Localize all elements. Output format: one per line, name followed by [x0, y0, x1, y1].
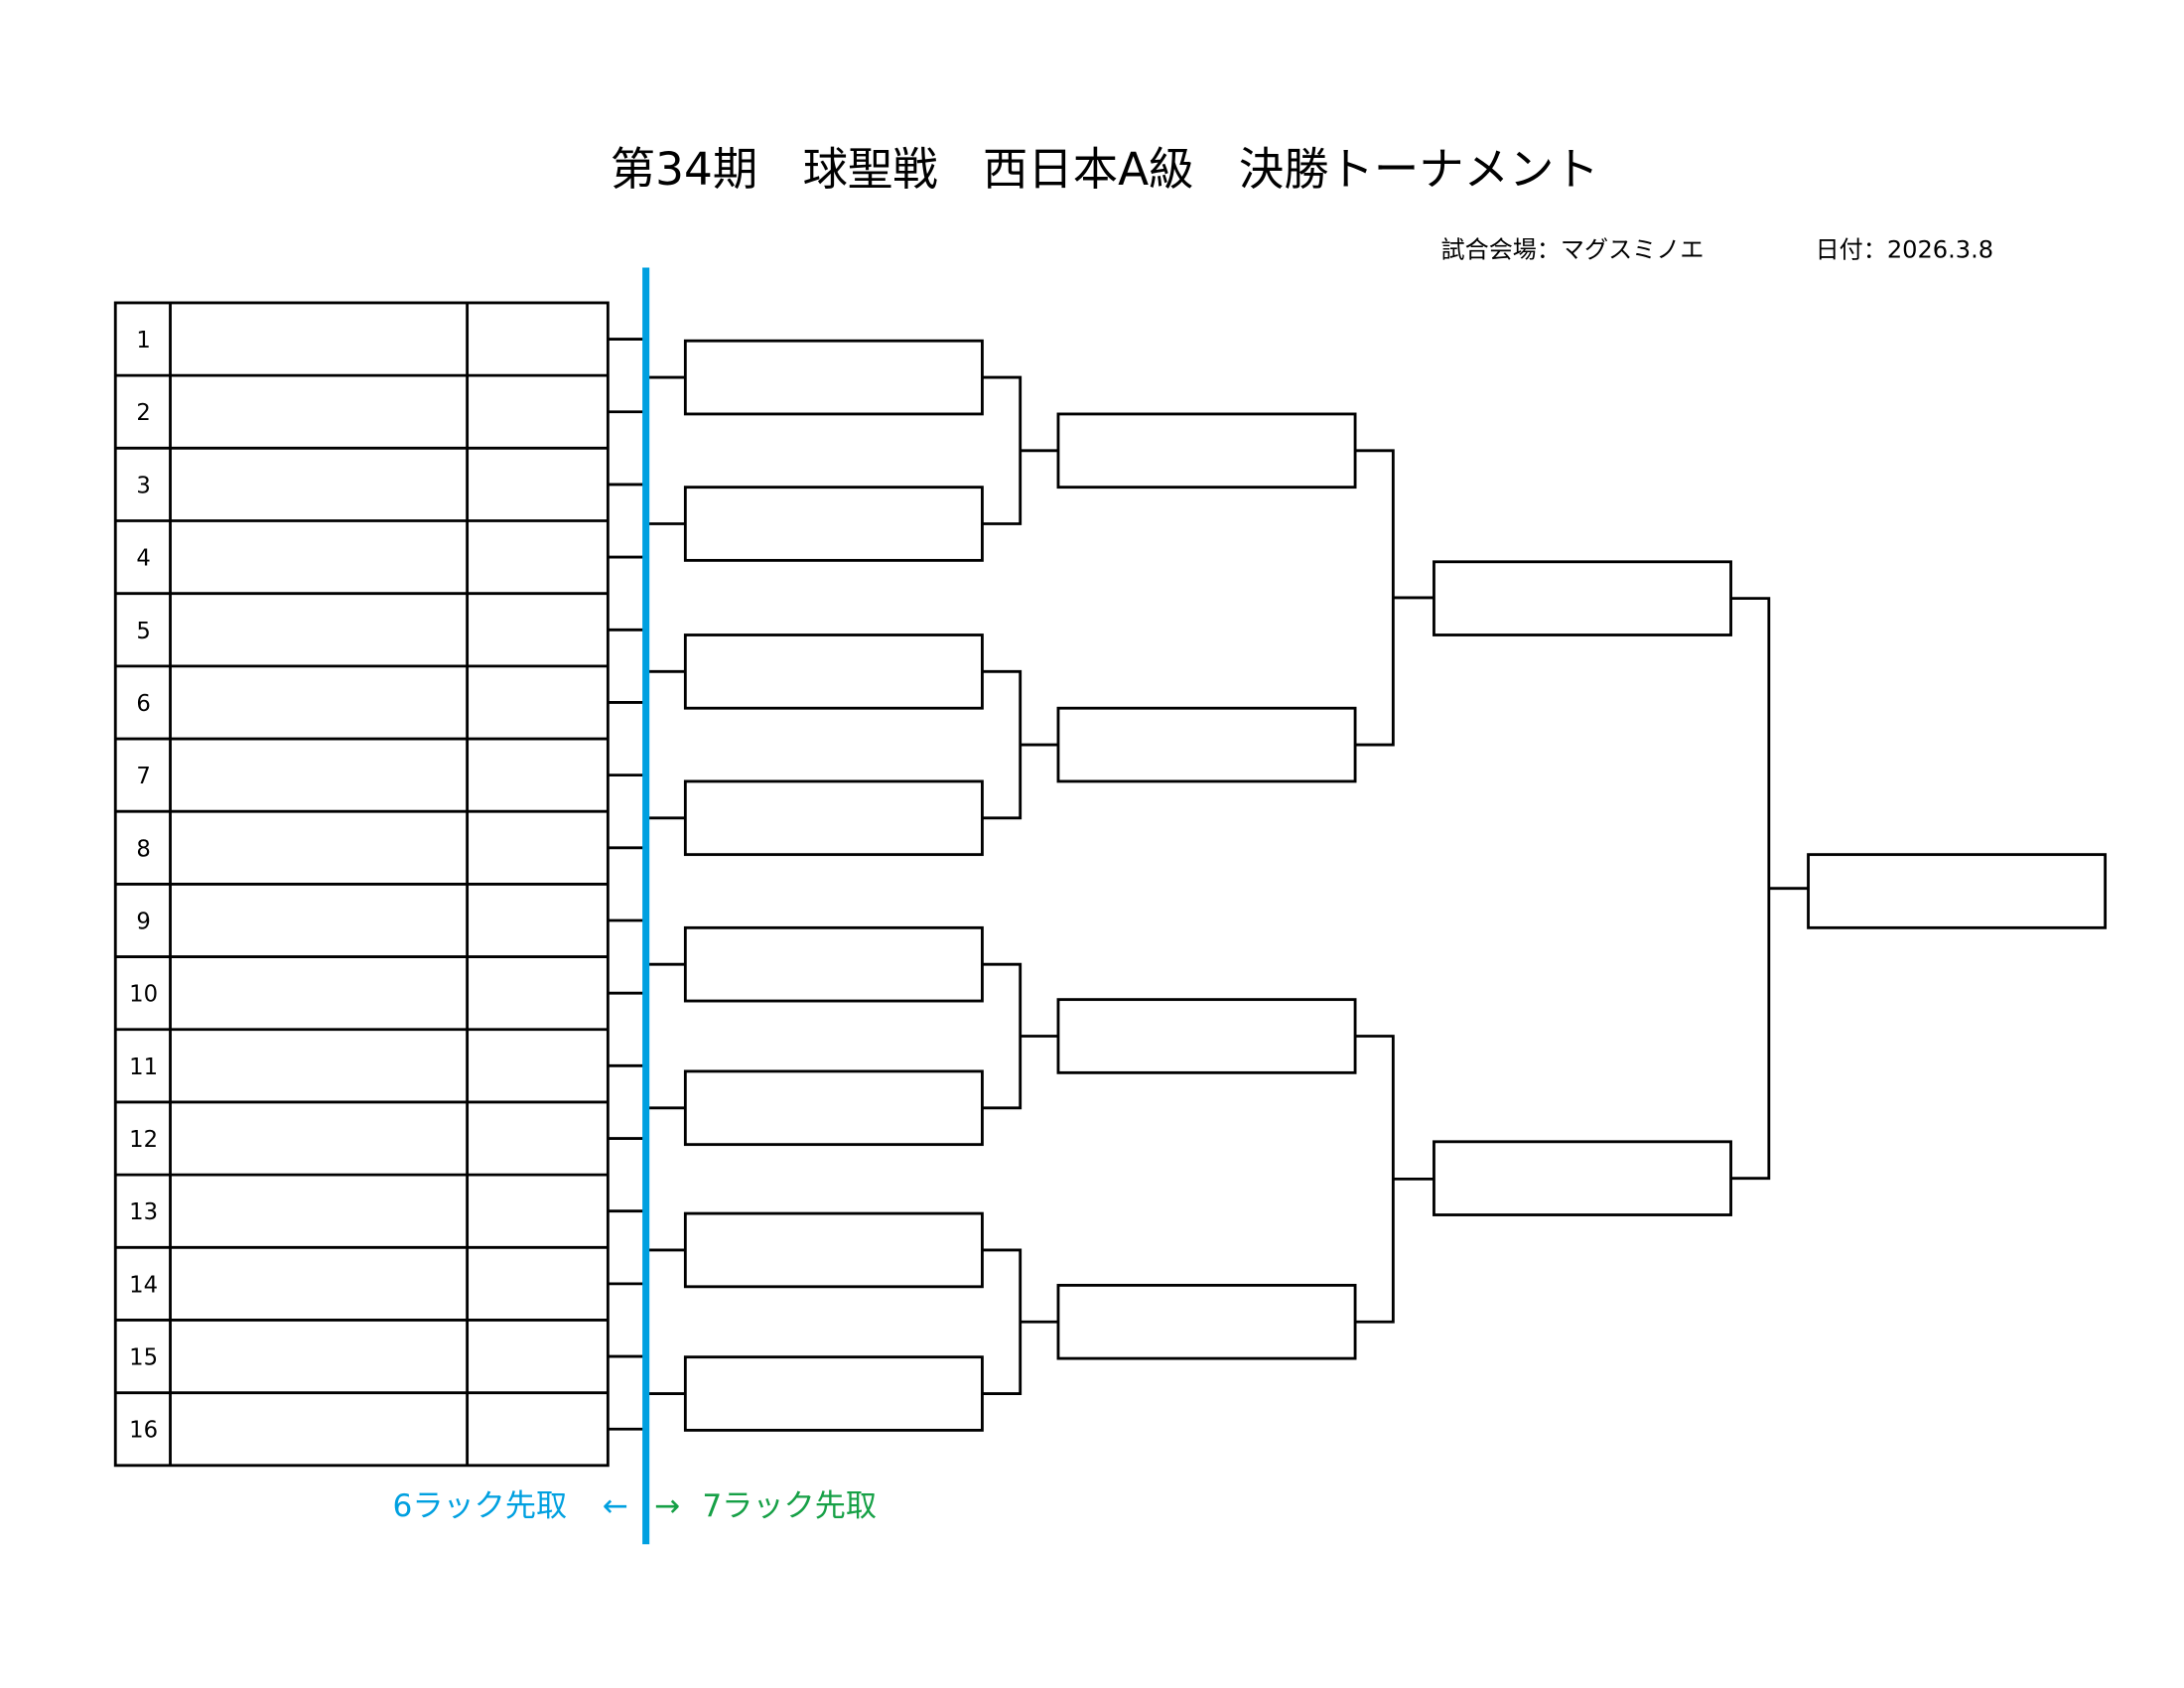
match-slot-round-1[interactable] [683, 486, 984, 562]
player-name-cell[interactable] [173, 1178, 464, 1245]
player-name-cell[interactable] [173, 959, 464, 1027]
bracket-connector [1730, 597, 1809, 1181]
match-slot-round-1[interactable] [683, 779, 984, 857]
seed-number: 4 [136, 546, 150, 572]
match-slot-round-3[interactable] [1433, 1140, 1732, 1216]
player-name-cell[interactable] [173, 1033, 464, 1100]
score-cell[interactable] [470, 1178, 605, 1245]
match-slot-round-2[interactable] [1056, 1283, 1357, 1360]
bracket-connector [982, 962, 1058, 1110]
match-slot-round-3[interactable] [1433, 560, 1732, 636]
match-slot-round-4[interactable] [1807, 853, 2108, 929]
player-name-cell[interactable] [173, 306, 464, 373]
bracket-connector [982, 375, 1058, 525]
player-name-cell[interactable] [173, 1105, 464, 1173]
score-cell[interactable] [470, 1323, 605, 1390]
score-cell[interactable] [470, 742, 605, 809]
date-label: 日付：2026.3.8 [1816, 236, 1993, 264]
score-cell[interactable] [470, 1033, 605, 1100]
score-cell[interactable] [470, 597, 605, 664]
venue-label: 試合会場：マグスミノエ [1441, 236, 1705, 264]
score-cell[interactable] [470, 887, 605, 954]
score-cell[interactable] [470, 669, 605, 737]
seed-number: 11 [129, 1055, 158, 1080]
match-slot-round-2[interactable] [1056, 706, 1357, 783]
player-name-cell[interactable] [173, 814, 464, 882]
player-name-cell[interactable] [173, 887, 464, 954]
bracket-connector [1355, 1035, 1434, 1324]
player-name-cell[interactable] [173, 1323, 464, 1390]
player-name-cell[interactable] [173, 451, 464, 518]
bracket [648, 339, 2108, 1432]
six-rack-label: 6ラック先取 [392, 1488, 567, 1524]
seed-number: 3 [136, 473, 150, 498]
match-slot-round-1[interactable] [683, 633, 984, 710]
score-cell[interactable] [470, 959, 605, 1027]
seed-number: 9 [136, 909, 150, 934]
seed-number: 8 [136, 836, 150, 862]
bracket-connector [982, 1248, 1058, 1395]
player-name-cell[interactable] [173, 669, 464, 737]
score-cell[interactable] [470, 378, 605, 446]
player-name-cell[interactable] [173, 523, 464, 591]
match-slot-round-1[interactable] [683, 925, 984, 1003]
match-slot-round-1[interactable] [683, 1355, 984, 1432]
left-arrow-icon: ← [603, 1488, 628, 1524]
bracket-connector [1355, 449, 1434, 747]
bracket-connector [982, 669, 1058, 820]
match-slot-round-1[interactable] [683, 339, 984, 416]
seed-number: 15 [129, 1345, 158, 1371]
match-slot-round-1[interactable] [683, 1069, 984, 1147]
score-cell[interactable] [470, 1250, 605, 1318]
seed-number: 1 [136, 328, 150, 353]
score-cell[interactable] [470, 1105, 605, 1173]
seed-number: 7 [136, 764, 150, 789]
seed-number: 2 [136, 400, 150, 426]
score-cell[interactable] [470, 814, 605, 882]
player-name-cell[interactable] [173, 597, 464, 664]
player-name-cell[interactable] [173, 1250, 464, 1318]
score-cell[interactable] [470, 523, 605, 591]
seed-number: 16 [129, 1418, 158, 1444]
match-slot-round-2[interactable] [1056, 998, 1357, 1074]
seed-number: 5 [136, 619, 150, 644]
player-name-cell[interactable] [173, 1395, 464, 1463]
seed-number: 6 [136, 691, 150, 717]
player-name-cell[interactable] [173, 378, 464, 446]
seed-number: 14 [129, 1272, 158, 1298]
seven-rack-label: 7ラック先取 [702, 1488, 877, 1524]
match-slot-round-1[interactable] [683, 1211, 984, 1289]
seed-number: 12 [129, 1127, 158, 1153]
match-slot-round-2[interactable] [1056, 412, 1357, 490]
score-cell[interactable] [470, 451, 605, 518]
score-cell[interactable] [470, 306, 605, 373]
right-arrow-icon: → [654, 1488, 680, 1524]
page-title: 第34期 球聖戦 西日本A級 決勝トーナメント [611, 143, 1599, 196]
seed-number: 13 [129, 1199, 158, 1225]
seed-number: 10 [129, 982, 158, 1008]
score-cell[interactable] [470, 1395, 605, 1463]
player-name-cell[interactable] [173, 742, 464, 809]
